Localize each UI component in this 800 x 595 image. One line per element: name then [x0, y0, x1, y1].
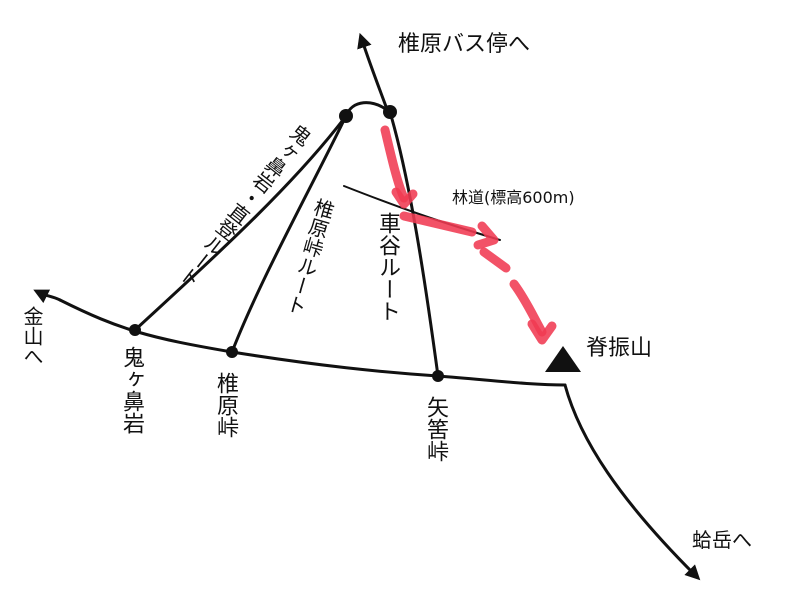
recommended-route	[399, 211, 477, 237]
label-forest-road: 林道(標高600m)	[452, 188, 575, 207]
recommended-route	[479, 247, 511, 273]
label-route-kurumadani: 車谷ルート	[375, 212, 400, 322]
label-to-shiibaru-bus-stop: 椎原バス停へ	[398, 32, 531, 57]
junction-dot	[226, 346, 238, 358]
trail-to-kanayama	[33, 289, 62, 304]
recommended-route-arrowhead	[473, 221, 499, 250]
mountain-summit-icon	[545, 346, 581, 372]
junction-dot	[432, 370, 444, 382]
label-yakata-toge: 矢筈峠	[423, 396, 448, 462]
recommended-route-arrowhead	[527, 319, 557, 345]
trail-onigahanaiwa-direct	[133, 114, 348, 332]
label-shiibaru-toge: 椎原峠	[213, 372, 238, 438]
label-onigahanaiwa: 鬼ヶ鼻岩	[119, 346, 144, 434]
junction-dot	[129, 324, 141, 336]
junction-dot	[339, 109, 353, 123]
label-to-kanayama: 金山へ	[20, 306, 44, 366]
trail-shiibaru-pass	[230, 114, 348, 354]
recommended-route-arrowhead	[391, 187, 418, 209]
trail-kurumadani	[388, 110, 440, 378]
trail-to-hagetake	[563, 383, 701, 581]
trail-to-bus-stop	[357, 32, 390, 114]
forest-road	[343, 185, 501, 241]
label-to-hagetake: 蛤岳へ	[692, 528, 752, 552]
label-sefurisan: 脊振山	[586, 336, 653, 361]
junction-dot	[383, 105, 397, 119]
